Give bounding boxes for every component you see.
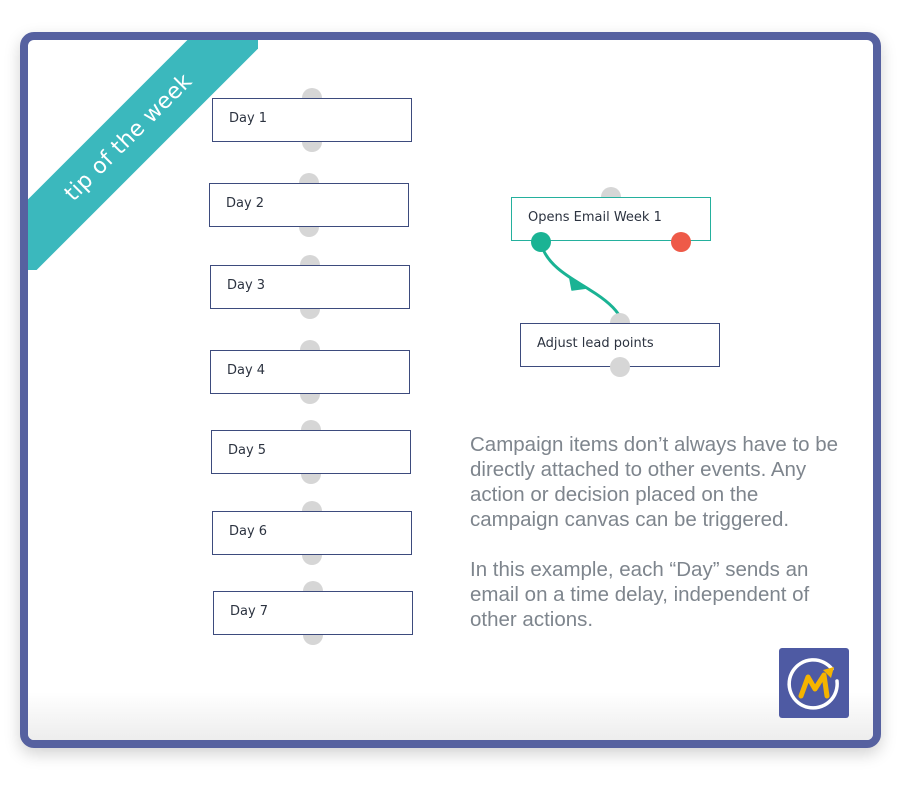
- logo-mark: [787, 658, 839, 710]
- day-1-node[interactable]: Day 1: [212, 98, 412, 142]
- adjust-lead-points-node[interactable]: Adjust lead points: [520, 323, 720, 367]
- mautic-logo-icon: [779, 648, 849, 718]
- day-2-node[interactable]: Day 2: [209, 183, 409, 227]
- day-4-node[interactable]: Day 4: [210, 350, 410, 394]
- day-6-node[interactable]: Day 6: [212, 511, 412, 555]
- day-7-label: Day 7: [230, 604, 269, 619]
- connector-arrowhead-icon: [569, 278, 588, 291]
- description-paragraph-1: Campaign items don’t always have to be d…: [470, 433, 839, 531]
- bottom-fade: [28, 692, 873, 740]
- tip-description: Campaign items don’t always have to be d…: [470, 432, 850, 657]
- connector-line: [539, 242, 622, 319]
- day-6-label: Day 6: [229, 524, 268, 539]
- day-7-node[interactable]: Day 7: [213, 591, 413, 635]
- day-4-label: Day 4: [227, 363, 266, 378]
- action-bottom-port[interactable]: [610, 357, 630, 377]
- day-1-label: Day 1: [229, 111, 268, 126]
- decision-yes-port[interactable]: [531, 232, 551, 252]
- day-5-node[interactable]: Day 5: [211, 430, 411, 474]
- decision-no-port[interactable]: [671, 232, 691, 252]
- decision-label: Opens Email Week 1: [528, 210, 662, 225]
- day-5-label: Day 5: [228, 443, 267, 458]
- action-label: Adjust lead points: [537, 336, 654, 351]
- day-3-label: Day 3: [227, 278, 266, 293]
- day-3-node[interactable]: Day 3: [210, 265, 410, 309]
- day-2-label: Day 2: [226, 196, 265, 211]
- description-paragraph-2: In this example, each “Day” sends an ema…: [470, 558, 810, 631]
